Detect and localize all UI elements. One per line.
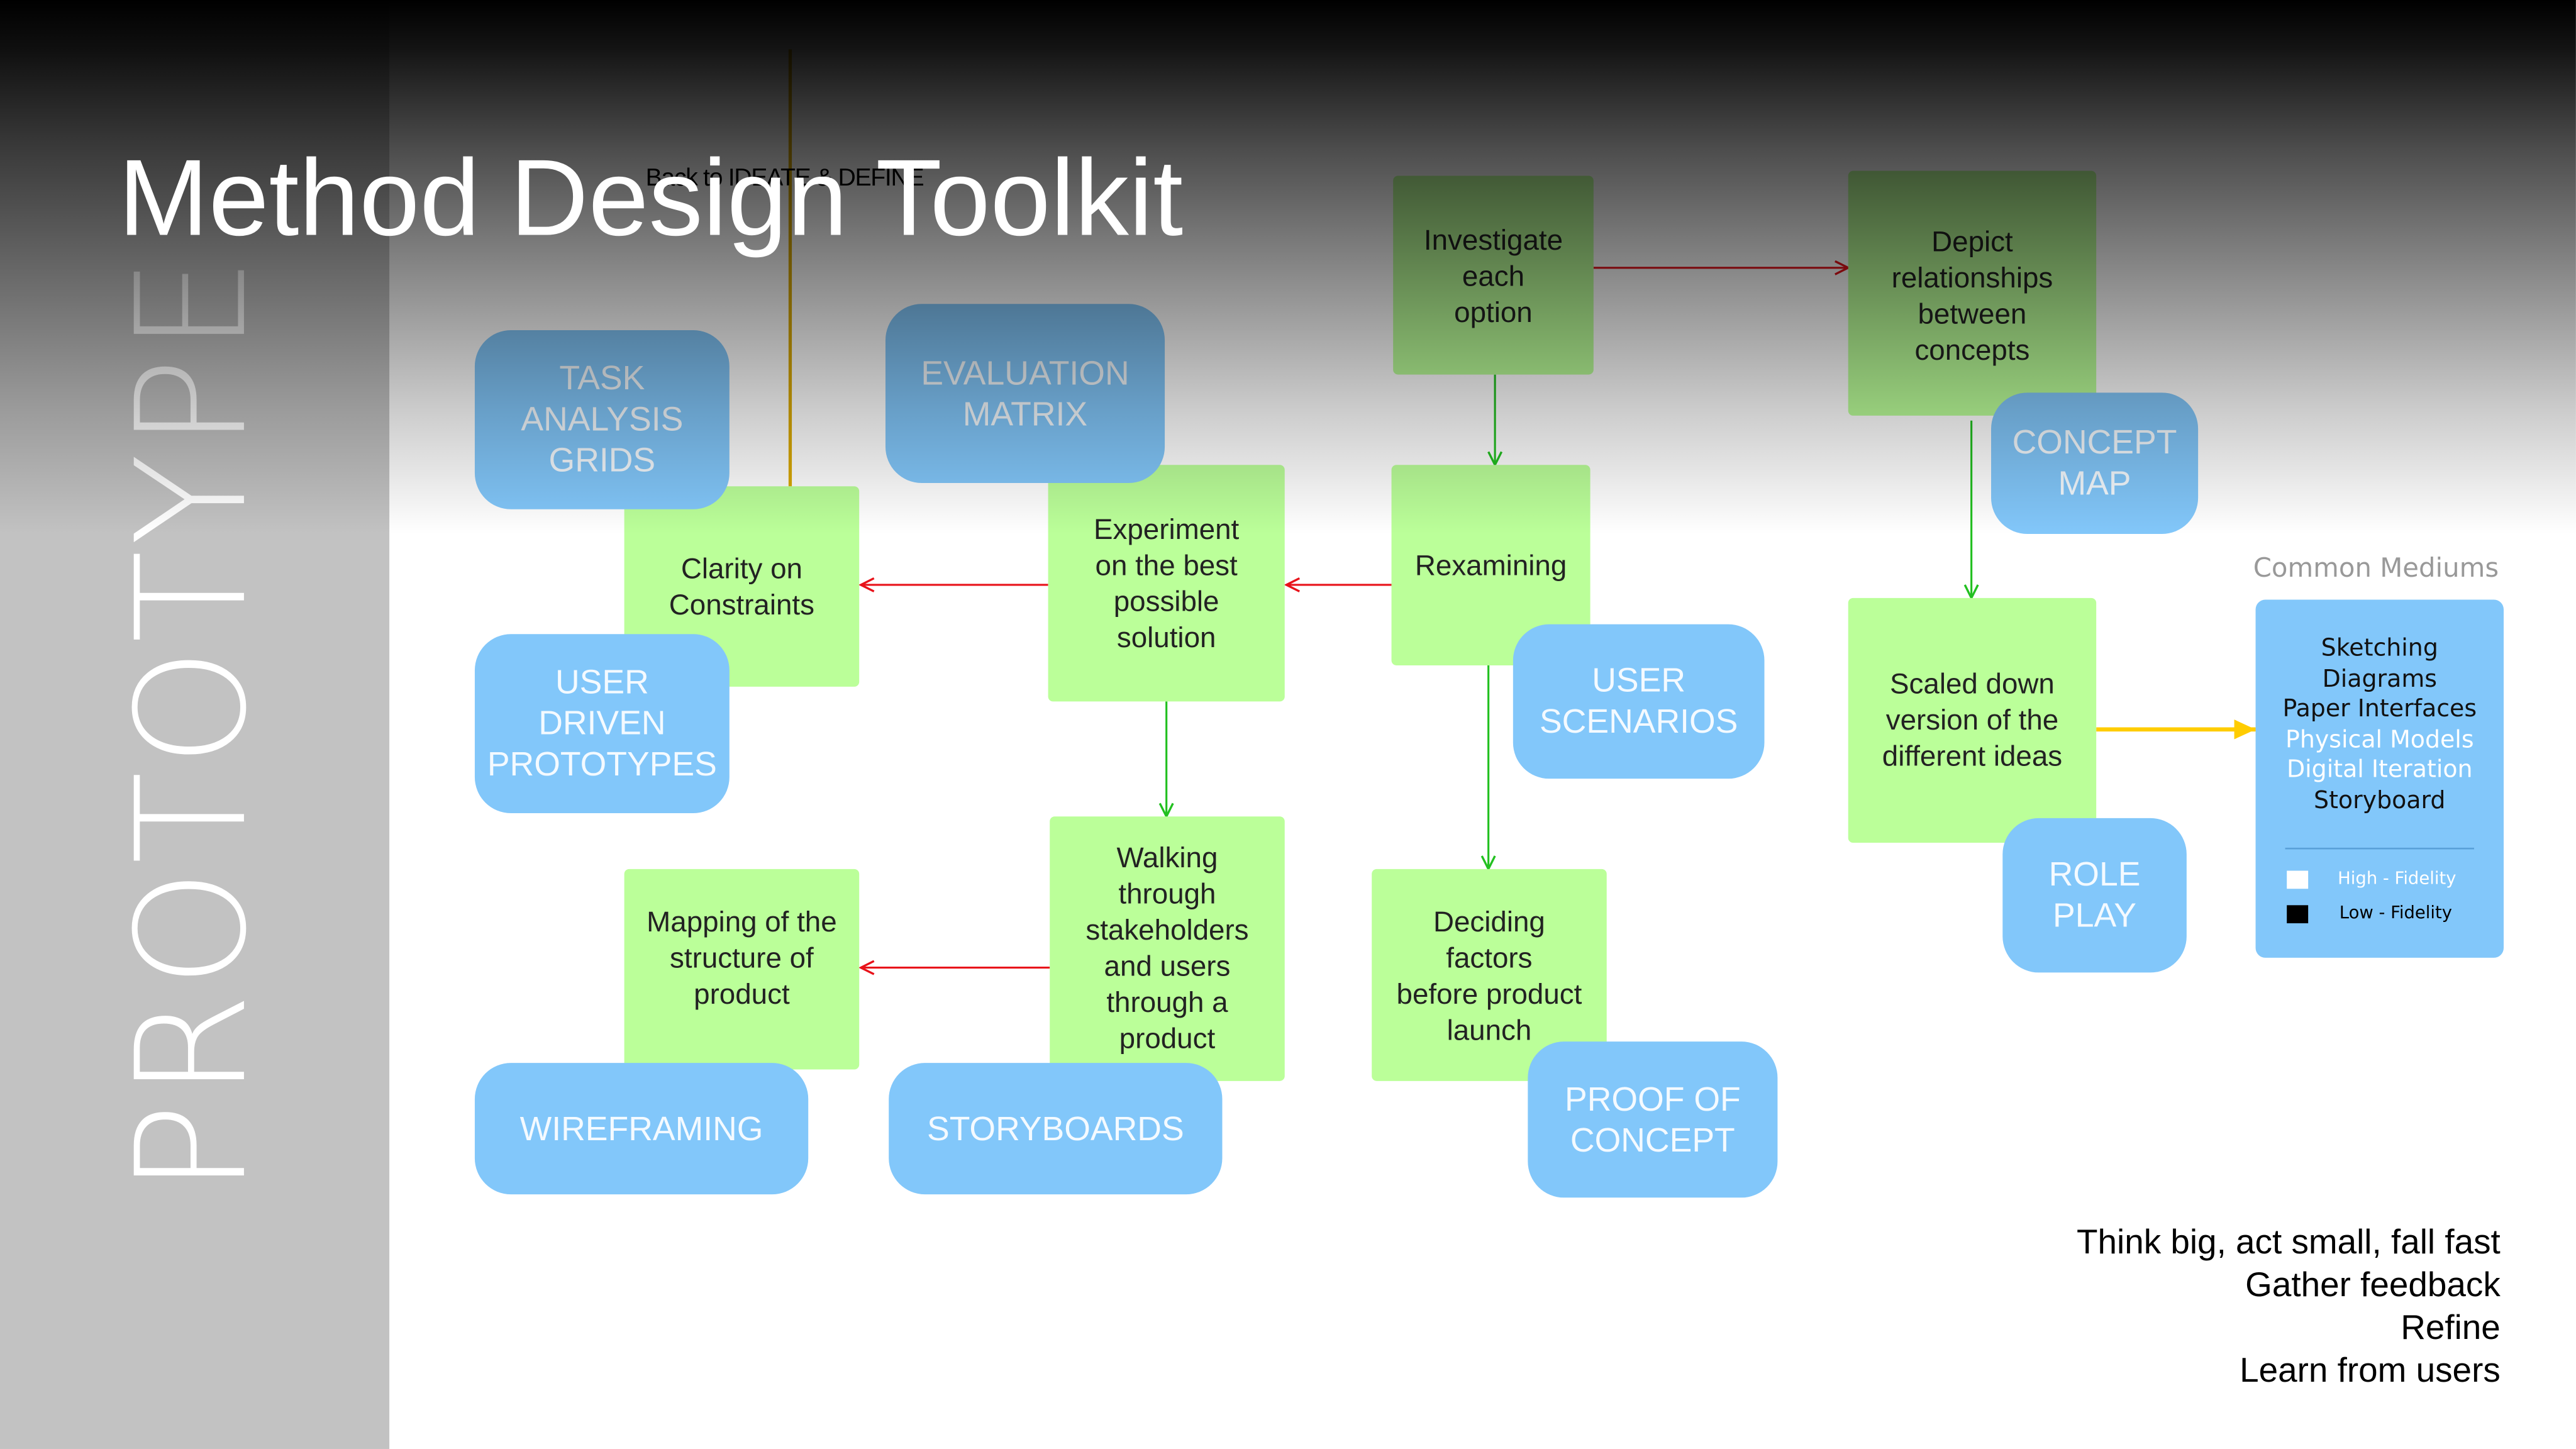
motto-line: Gather feedback bbox=[2245, 1267, 2501, 1305]
step-depict: Depict relationships between concepts bbox=[1848, 170, 2097, 416]
method-role-play[interactable]: ROLE PLAY bbox=[2002, 818, 2187, 973]
medium-item: Paper Interfaces bbox=[2282, 696, 2477, 723]
step-experiment: Experiment on the best possible solution bbox=[1048, 465, 1285, 702]
method-concept-map[interactable]: CONCEPT MAP bbox=[1990, 392, 2199, 534]
motto-line: Learn from users bbox=[2240, 1352, 2501, 1390]
motto-line: Think big, act small, fall fast bbox=[2076, 1224, 2501, 1262]
medium-item: Diagrams bbox=[2322, 666, 2437, 693]
step-investigate: Investigate each option bbox=[1393, 175, 1594, 375]
legend-high: High - Fidelity bbox=[2338, 869, 2457, 889]
common-mediums-heading: Common Mediums bbox=[2253, 552, 2499, 584]
step-scaled-down: Scaled down version of the different ide… bbox=[1848, 597, 2097, 843]
method-storyboards[interactable]: STORYBOARDS bbox=[889, 1063, 1223, 1195]
step-walking: Walking through stakeholders and users t… bbox=[1050, 816, 1285, 1081]
medium-item: Digital Iteration bbox=[2286, 757, 2473, 784]
step-mapping: Mapping of the structure of product bbox=[624, 869, 860, 1070]
step-deciding: Deciding factors before product launch bbox=[1372, 869, 1607, 1081]
medium-item: Sketching bbox=[2321, 635, 2438, 662]
method-proof-of-concept[interactable]: PROOF OF CONCEPT bbox=[1528, 1041, 1778, 1198]
method-wireframing[interactable]: WIREFRAMING bbox=[474, 1063, 809, 1195]
page-title: Method Design Toolkit bbox=[118, 136, 1184, 258]
method-user-scenarios[interactable]: USER SCENARIOS bbox=[1513, 624, 1765, 779]
back-link[interactable]: Back to IDEATE & DEFINE bbox=[645, 164, 924, 192]
motto-line: Refine bbox=[2401, 1309, 2501, 1348]
low-fidelity-swatch bbox=[2287, 905, 2309, 924]
method-evaluation-matrix[interactable]: EVALUATION MATRIX bbox=[885, 304, 1165, 483]
medium-item: Physical Models bbox=[2285, 726, 2474, 753]
common-mediums-box: Sketching Diagrams Paper Interfaces Phys… bbox=[2255, 599, 2504, 958]
legend-low: Low - Fidelity bbox=[2339, 903, 2453, 924]
method-user-driven-prototypes[interactable]: USER DRIVEN PROTOTYPES bbox=[474, 634, 730, 814]
high-fidelity-swatch bbox=[2287, 870, 2309, 889]
divider bbox=[2285, 847, 2474, 850]
medium-item: Storyboard bbox=[2314, 787, 2446, 814]
method-task-analysis-grids[interactable]: TASK ANALYSIS GRIDS bbox=[474, 330, 730, 509]
